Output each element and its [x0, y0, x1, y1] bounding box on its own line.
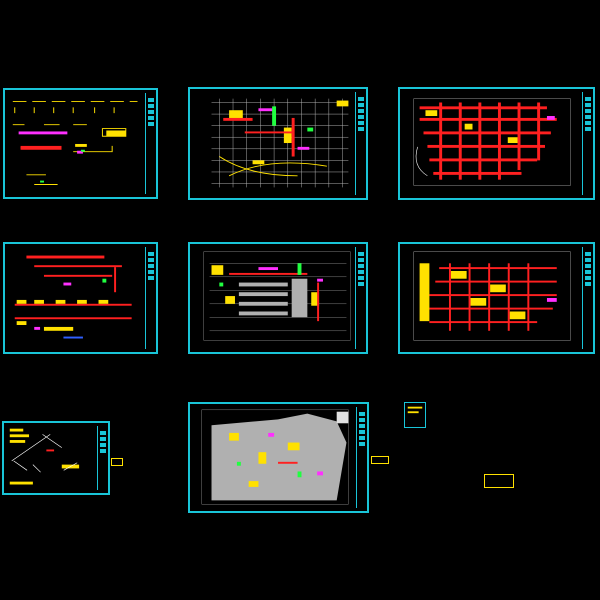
detail-sheet[interactable] — [2, 421, 110, 495]
title-block — [585, 250, 591, 346]
detail-note — [111, 458, 123, 466]
floor-plan-1-sheet[interactable] — [188, 87, 368, 200]
floor-plan-3-content — [203, 251, 351, 341]
legend-content — [407, 406, 423, 414]
detail-content — [9, 428, 80, 485]
floor-plan-4-content — [413, 251, 571, 341]
title-block — [585, 95, 591, 192]
title-block — [100, 429, 106, 487]
floor-plan-4-sheet[interactable] — [398, 242, 595, 354]
riser-diagram-sheet[interactable] — [3, 242, 158, 354]
system-diagram-sheet[interactable] — [3, 88, 158, 199]
site-plan-note — [371, 456, 389, 464]
legend-card[interactable] — [404, 402, 426, 428]
system-diagram-content — [12, 101, 138, 185]
stamp-box[interactable] — [484, 474, 514, 488]
title-block — [358, 95, 364, 192]
riser-diagram-content — [14, 255, 132, 339]
title-block — [148, 250, 154, 346]
title-block — [359, 410, 365, 505]
floor-plan-3-sheet[interactable] — [188, 242, 368, 354]
title-block — [358, 250, 364, 346]
floor-plan-1-content — [211, 98, 349, 188]
site-plan-sheet[interactable] — [188, 402, 369, 513]
site-plan-content — [201, 409, 349, 505]
floor-plan-2-content — [413, 98, 571, 186]
title-block — [148, 96, 154, 191]
floor-plan-2-sheet[interactable] — [398, 87, 595, 200]
